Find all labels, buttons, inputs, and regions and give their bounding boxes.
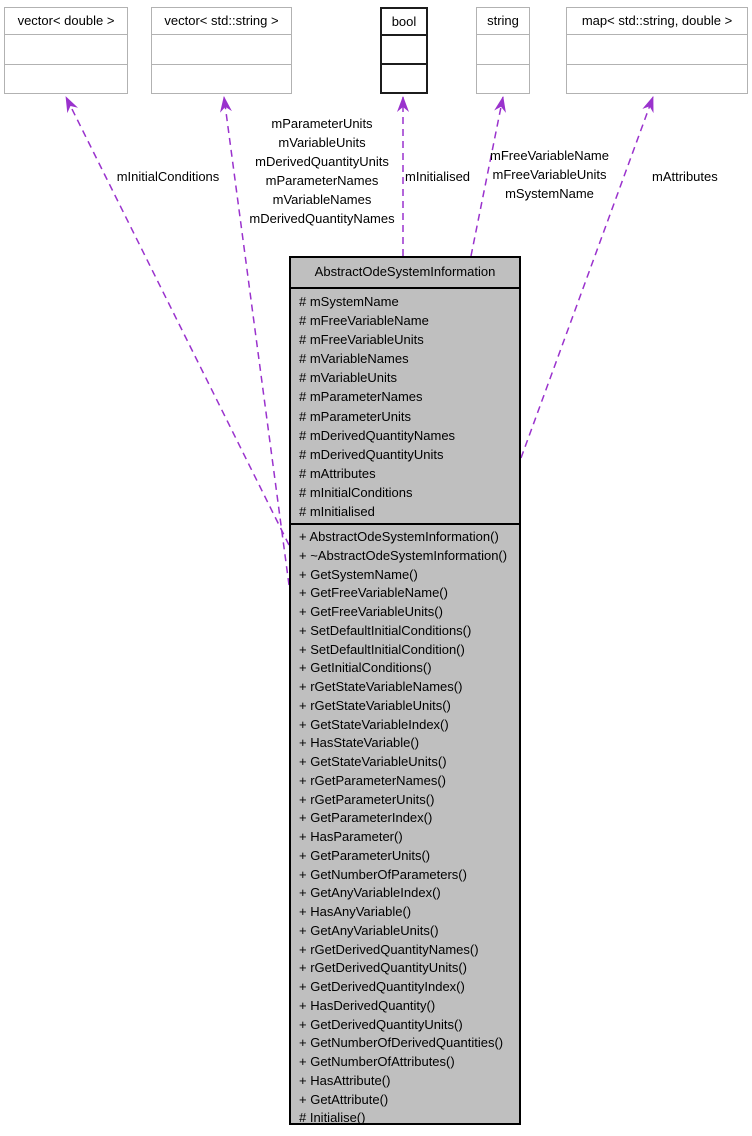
edge-label-string-members: mFreeVariableName mFreeVariableUnits mSyst… <box>487 146 612 203</box>
empty-compartment <box>382 36 426 65</box>
method-row: + GetAnyVariableUnits() <box>299 922 439 938</box>
edge-label-line: mVariableUnits <box>278 135 366 150</box>
node-title: vector< double > <box>5 8 127 35</box>
attribute-row: # mParameterNames <box>299 389 423 405</box>
edge-label-minitialised: mInitialised <box>405 167 477 186</box>
edge-label-line: mFreeVariableUnits <box>492 167 607 182</box>
method-row: + GetSystemName() <box>299 566 418 582</box>
node-vector-double[interactable]: vector< double > <box>4 7 128 94</box>
node-abstract-ode-system-information[interactable]: AbstractOdeSystemInformation # mSystemNa… <box>289 256 521 1125</box>
attribute-row: # mInitialised <box>299 504 375 520</box>
node-title: map< std::string, double > <box>567 8 747 35</box>
attribute-row: # mInitialConditions <box>299 484 413 500</box>
edge-label-line: mAttributes <box>652 169 718 184</box>
method-row: + rGetDerivedQuantityNames() <box>299 941 479 957</box>
method-row: + SetDefaultInitialCondition() <box>299 641 465 657</box>
empty-compartment <box>477 65 529 94</box>
method-row: + GetAttribute() <box>299 1091 389 1107</box>
method-row: + rGetStateVariableUnits() <box>299 697 451 713</box>
edge-label-line: mVariableNames <box>272 192 372 207</box>
attribute-row: # mFreeVariableUnits <box>299 332 424 348</box>
empty-compartment <box>567 35 747 65</box>
empty-compartment <box>152 65 291 94</box>
attribute-row: # mDerivedQuantityUnits <box>299 446 444 462</box>
method-row: + GetParameterUnits() <box>299 847 431 863</box>
attribute-row: # mParameterUnits <box>299 408 411 424</box>
empty-compartment <box>5 65 127 94</box>
node-vector-std-string[interactable]: vector< std::string > <box>151 7 292 94</box>
method-row: # Initialise() <box>299 1110 366 1126</box>
edge-label-minitialconditions: mInitialConditions <box>108 167 228 186</box>
method-row: + rGetParameterNames() <box>299 772 447 788</box>
edge-label-line: mFreeVariableName <box>490 148 609 163</box>
method-row: + GetStateVariableUnits() <box>299 754 447 770</box>
edge-label-mattributes: mAttributes <box>652 167 736 186</box>
empty-compartment <box>152 35 291 65</box>
method-row: + GetNumberOfDerivedQuantities() <box>299 1035 504 1051</box>
method-row: + HasDerivedQuantity() <box>299 997 436 1013</box>
attribute-row: # mVariableNames <box>299 351 409 367</box>
empty-compartment <box>567 65 747 94</box>
edge-label-line: mSystemName <box>505 186 594 201</box>
method-row: + GetFreeVariableUnits() <box>299 604 443 620</box>
method-row: + GetDerivedQuantityUnits() <box>299 1016 463 1032</box>
attribute-row: # mVariableUnits <box>299 370 398 386</box>
empty-compartment <box>477 35 529 65</box>
attribute-row: # mDerivedQuantityNames <box>299 427 456 443</box>
class-title[interactable]: AbstractOdeSystemInformation <box>291 258 519 289</box>
method-row: + HasAttribute() <box>299 1072 391 1088</box>
attribute-row: # mFreeVariableName <box>299 313 429 329</box>
method-row: + AbstractOdeSystemInformation() <box>299 529 499 545</box>
node-bool[interactable]: bool <box>380 7 428 94</box>
method-row: + HasAnyVariable() <box>299 904 412 920</box>
method-row: + HasParameter() <box>299 829 403 845</box>
edge-label-line: mParameterUnits <box>271 116 373 131</box>
method-row: + rGetStateVariableNames() <box>299 679 463 695</box>
node-title: bool <box>382 9 426 36</box>
class-methods: + AbstractOdeSystemInformation() + ~Abstr… <box>291 525 519 1128</box>
edge-label-line: mDerivedQuantityNames <box>249 211 395 226</box>
method-row: + GetParameterIndex() <box>299 810 433 826</box>
empty-compartment <box>5 35 127 65</box>
edge-label-line: mInitialConditions <box>116 169 220 184</box>
method-row: + GetInitialConditions() <box>299 660 432 676</box>
class-attributes: # mSystemName # mFreeVariableName # mFreeV… <box>291 289 519 526</box>
method-row: + ~AbstractOdeSystemInformation() <box>299 547 508 563</box>
edge-label-line: mInitialised <box>405 169 471 184</box>
method-row: + GetFreeVariableName() <box>299 585 448 601</box>
attribute-row: # mSystemName <box>299 294 399 309</box>
node-title: string <box>477 8 529 35</box>
method-row: + GetNumberOfAttributes() <box>299 1054 455 1070</box>
method-row: + rGetDerivedQuantityUnits() <box>299 960 467 976</box>
method-row: + GetAnyVariableIndex() <box>299 885 441 901</box>
node-string[interactable]: string <box>476 7 530 94</box>
node-map-std-string-double[interactable]: map< std::string, double > <box>566 7 748 94</box>
edge-label-line: mDerivedQuantityUnits <box>255 154 389 169</box>
method-row: + SetDefaultInitialConditions() <box>299 622 472 638</box>
method-row: + rGetParameterUnits() <box>299 791 435 807</box>
edge-label-names-and-units: mParameterUnits mVariableUnits mDerivedQua… <box>227 114 417 228</box>
empty-compartment <box>382 65 426 94</box>
method-row: + GetDerivedQuantityIndex() <box>299 979 465 995</box>
method-row: + HasStateVariable() <box>299 735 420 751</box>
attribute-row: # mAttributes <box>299 465 376 481</box>
edge-label-line: mParameterNames <box>265 173 379 188</box>
node-title: vector< std::string > <box>152 8 291 35</box>
method-row: + GetStateVariableIndex() <box>299 716 449 732</box>
method-row: + GetNumberOfParameters() <box>299 866 467 882</box>
